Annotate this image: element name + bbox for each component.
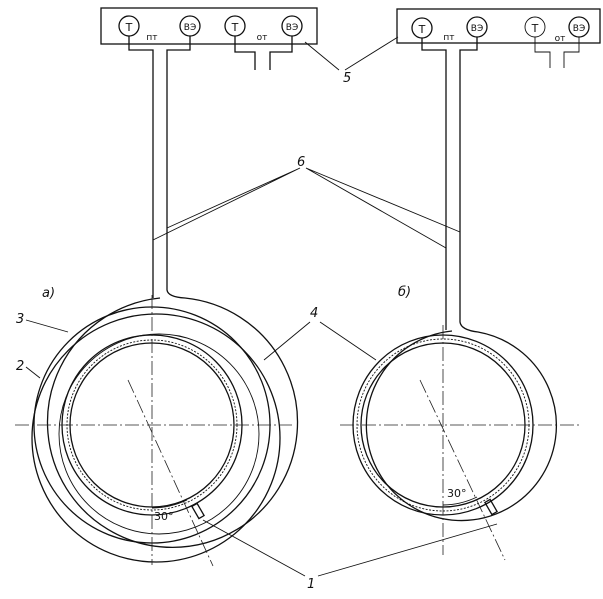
angle-label-b: 30° [447,487,467,500]
sensor-ve-label: ВЭ [184,23,196,33]
pipe-assembly-b: 30° б) [340,70,582,561]
angle-label-a: 30° [154,510,174,523]
sensor-t-label: Т [231,21,239,34]
callout-5: 5 [343,71,351,86]
sensor-ve-label: ВЭ [286,23,298,33]
instrument-box-b: Т ВЭ пт Т ВЭ от [396,8,601,70]
callout-1: 1 [307,577,315,592]
callouts: 5 6 4 3 2 1 [16,36,498,592]
sensor-t-label: Т [531,22,539,35]
sensor-t-label: Т [418,23,426,36]
panel-a-label: а) [42,286,55,301]
callout-6: 6 [297,155,305,170]
return-label: от [257,33,268,43]
pipe-assembly-a: 30° а) [15,70,299,567]
panel-b-label: б) [398,285,411,300]
callout-3: 3 [16,312,24,327]
supply-label: пт [146,33,157,43]
instrument-box-a: Т ВЭ пт Т ВЭ от [100,7,318,70]
supply-label: пт [443,33,454,43]
sensor-ve-label: ВЭ [573,24,585,34]
sensor-ve-label: ВЭ [471,24,483,34]
callout-4: 4 [310,306,318,321]
sensor-t-label: Т [125,21,133,34]
return-label: от [555,34,566,44]
callout-2: 2 [16,359,24,374]
